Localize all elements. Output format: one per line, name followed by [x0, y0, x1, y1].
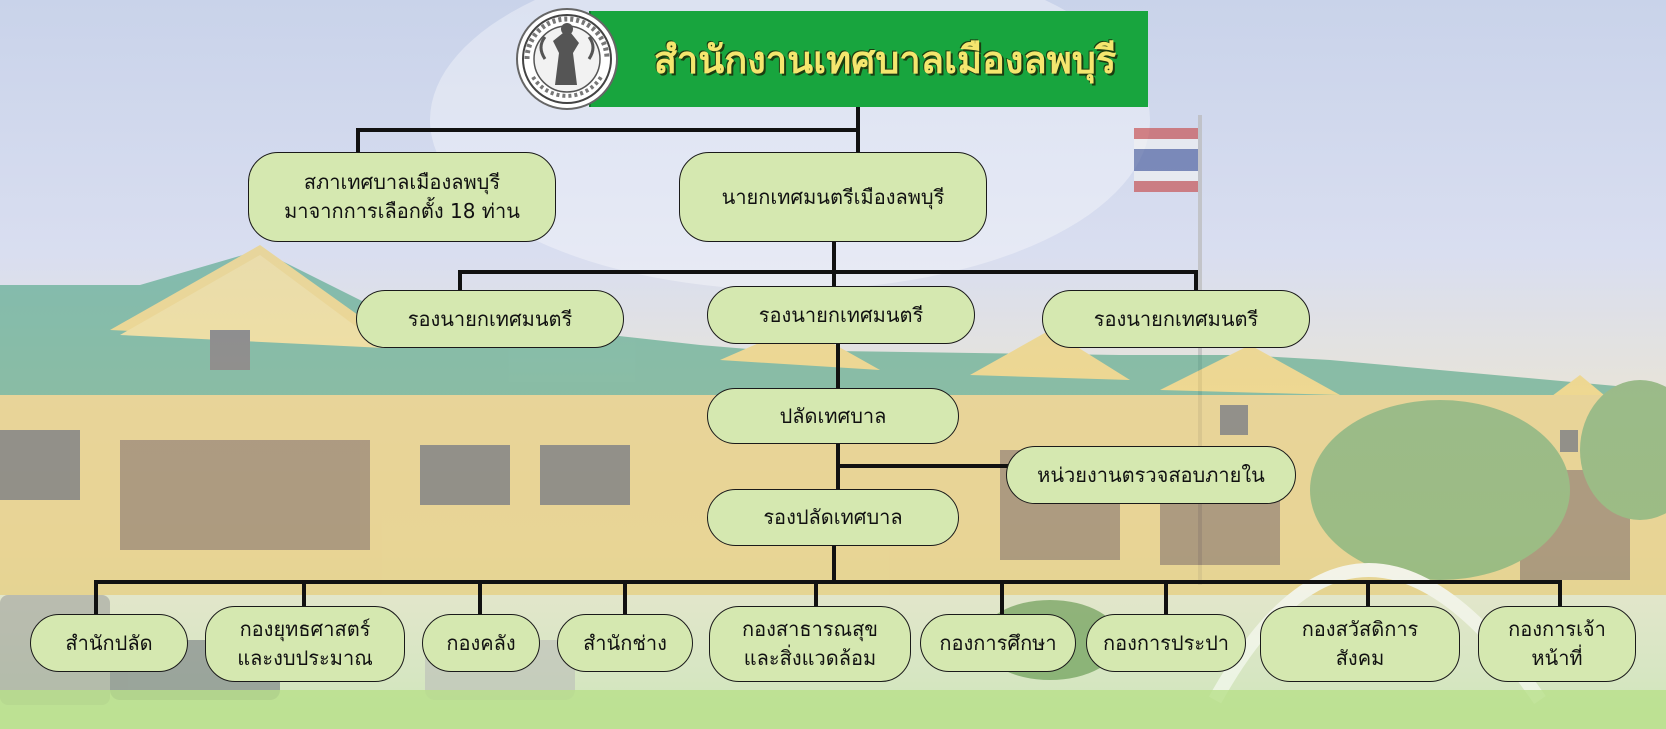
division-node-1: สำนักปลัด [30, 614, 188, 672]
division-node-9: กองการเจ้า หน้าที่ [1478, 606, 1636, 682]
title-banner: สำนักงานเทศบาลเมืองลพบุรี [589, 11, 1148, 107]
division-node-4: สำนักช่าง [557, 614, 693, 672]
division-node-3: กองคลัง [422, 614, 540, 672]
deputy-clerk-node: รองปลัดเทศบาล [707, 489, 959, 546]
mayor-node: นายกเทศมนตรีเมืองลพบุรี [679, 152, 987, 242]
municipality-seal-logo [516, 8, 618, 110]
deputy-mayor-node-2: รองนายกเทศมนตรี [707, 286, 975, 344]
municipal-clerk-node: ปลัดเทศบาล [707, 388, 959, 444]
org-title: สำนักงานเทศบาลเมืองลพบุรี [653, 37, 1117, 82]
deputy-mayor-node-3: รองนายกเทศมนตรี [1042, 290, 1310, 348]
division-node-8: กองสวัสดิการ สังคม [1260, 606, 1460, 682]
council-node: สภาเทศบาลเมืองลพบุรี มาจากการเลือกตั้ง 1… [248, 152, 556, 242]
division-node-6: กองการศึกษา [920, 614, 1076, 672]
internal-audit-node: หน่วยงานตรวจสอบภายใน [1006, 446, 1296, 504]
division-node-5: กองสาธารณสุข และสิ่งแวดล้อม [709, 606, 911, 682]
division-node-7: กองการประปา [1086, 614, 1246, 672]
deputy-mayor-node-1: รองนายกเทศมนตรี [356, 290, 624, 348]
division-node-2: กองยุทธศาสตร์ และงบประมาณ [205, 606, 405, 682]
